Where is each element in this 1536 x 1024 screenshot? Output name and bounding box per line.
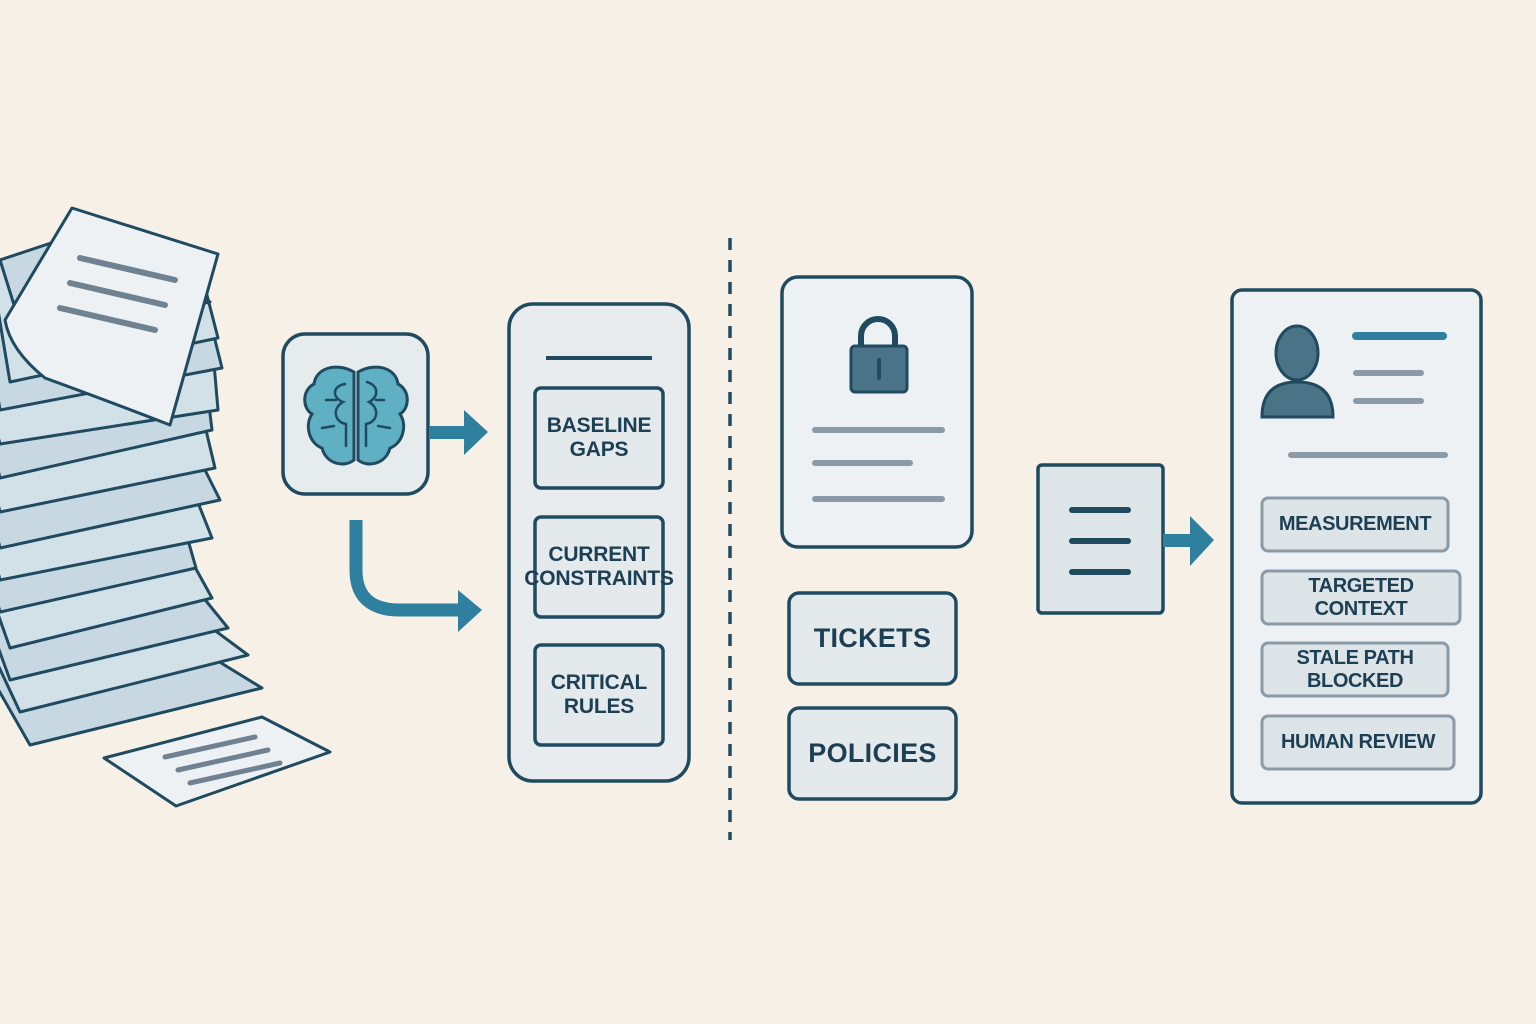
stale-path-blocked-label: STALE PATH BLOCKED [1296, 647, 1414, 692]
summary-document [1036, 463, 1165, 615]
user-avatar-icon [1260, 324, 1335, 419]
current-constraints-label: CURRENT CONSTRAINTS [524, 543, 674, 590]
flow-arrows [349, 410, 488, 632]
card-text-lines [812, 427, 945, 502]
tickets-label: TICKETS [813, 623, 932, 654]
brain-tile [281, 332, 430, 496]
output-chips [1260, 496, 1462, 771]
human-review-label: HUMAN REVIEW [1280, 731, 1436, 754]
top-document-text-lines [57, 255, 178, 333]
brain-icon [303, 365, 409, 466]
arrow-right-icon [430, 410, 488, 455]
top-document [3, 206, 220, 427]
output-profile-panel [1230, 288, 1483, 805]
lock-icon [849, 316, 909, 394]
arrow-right-icon [1163, 516, 1214, 566]
arrow-curved-right-icon [349, 520, 482, 632]
context-panel [507, 302, 691, 783]
measurement-label: MEASUREMENT [1278, 513, 1432, 536]
policies-label: POLICIES [808, 738, 937, 769]
profile-text-lines [1288, 332, 1448, 458]
critical-rules-label: CRITICAL RULES [550, 671, 648, 718]
targeted-context-label: TARGETED CONTEXT [1308, 575, 1414, 620]
document-stack [0, 206, 264, 747]
baseline-gaps-label: BASELINE GAPS [546, 414, 652, 461]
loose-document [102, 715, 332, 808]
source-chips [787, 591, 958, 801]
secured-document-card [780, 275, 974, 549]
